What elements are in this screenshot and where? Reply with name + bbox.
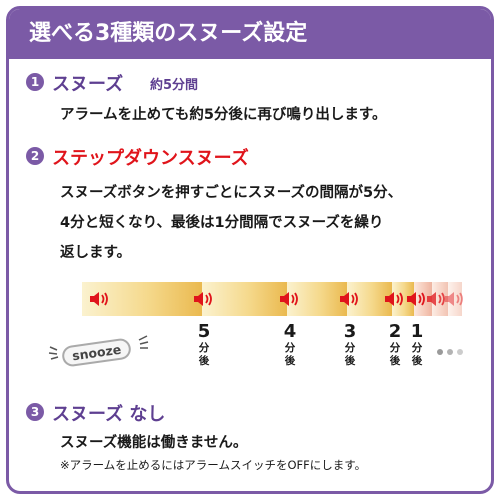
- section-desc-snooze: アラームを止めても約5分後に再び鳴り出します。: [60, 107, 387, 123]
- snooze-interval-bar: [448, 282, 462, 316]
- section-desc-no-snooze: スヌーズ機能は働きません。: [60, 435, 248, 451]
- snooze-interval-bar: [82, 282, 202, 316]
- section-desc-line-2: 4分と短くなり、最後は1分間隔でスヌーズを繰り: [60, 215, 384, 231]
- section-title-stepdown: ステップダウンスヌーズ: [52, 148, 249, 169]
- page-title: 選べる3種類のスヌーズ設定: [9, 9, 491, 59]
- speaker-icon: [427, 292, 445, 306]
- section-footnote: ※アラームを止めるにはアラームスイッチをOFFにします。: [60, 458, 367, 472]
- section-number-1: 1: [26, 73, 44, 91]
- snooze-interval-bar: [414, 282, 432, 316]
- interval-label-2: 2 分 後: [388, 321, 402, 368]
- section-number-3: 3: [26, 403, 44, 421]
- section-title-no-snooze: スヌーズ なし: [52, 404, 166, 425]
- section-title-snooze: スヌーズ: [52, 74, 124, 95]
- interval-label-5: 5 分 後: [197, 321, 211, 368]
- snooze-info-card: 選べる3種類のスヌーズ設定: [6, 6, 494, 494]
- snooze-interval-bar: [347, 282, 392, 316]
- continuation-dot: [447, 349, 453, 355]
- continuation-dot: [457, 349, 463, 355]
- press-lines-icon: [138, 335, 149, 349]
- section-note-duration: 約5分間: [150, 78, 199, 93]
- continuation-dot: [437, 349, 443, 355]
- speaker-icon: [340, 292, 358, 306]
- speaker-icon: [90, 292, 108, 306]
- section-desc-line-1: スヌーズボタンを押すごとにスヌーズの間隔が5分、: [60, 185, 403, 201]
- section-number-2: 2: [26, 147, 44, 165]
- section-desc-line-3: 返します。: [60, 245, 132, 261]
- speaker-icon: [385, 292, 403, 306]
- snooze-interval-bar: [392, 282, 414, 316]
- speaker-icon: [407, 292, 425, 306]
- speaker-icon: [445, 292, 463, 306]
- press-lines-icon: [48, 346, 59, 360]
- interval-label-4: 4 分 後: [283, 321, 297, 368]
- snooze-interval-bar: [202, 282, 287, 316]
- interval-label-3: 3 分 後: [343, 321, 357, 368]
- interval-label-1: 1 分 後: [410, 321, 424, 368]
- speaker-icon: [280, 292, 298, 306]
- speaker-icon: [194, 292, 212, 306]
